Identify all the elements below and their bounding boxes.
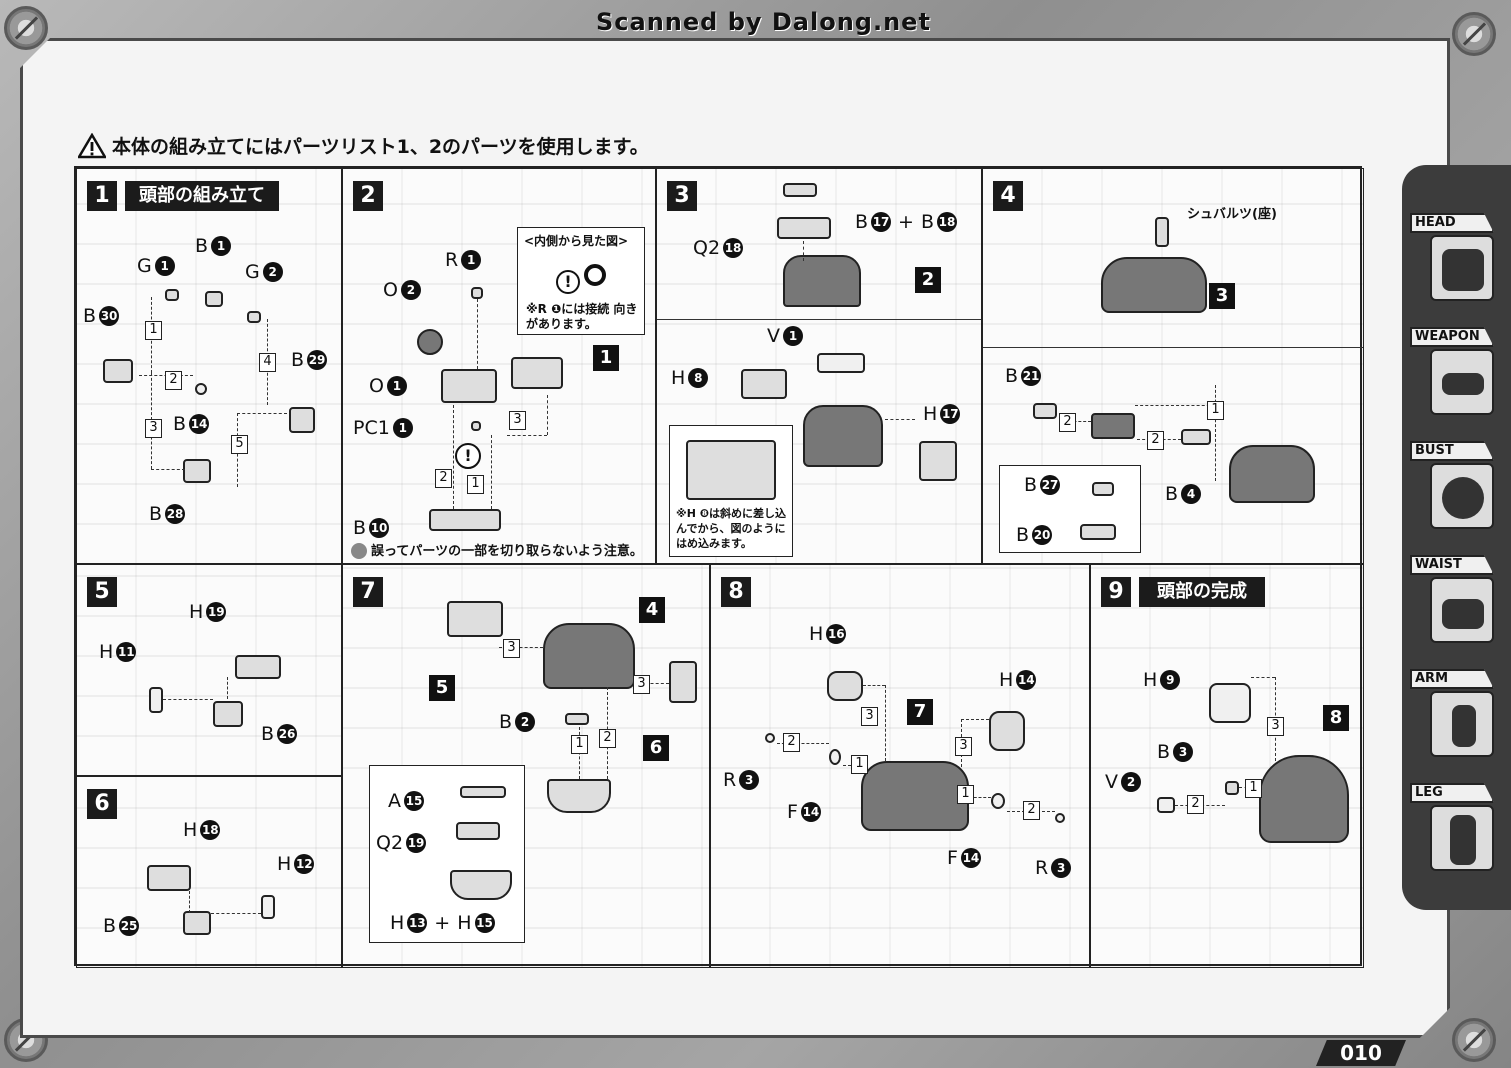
leg-icon <box>1430 805 1494 871</box>
head-icon <box>1430 235 1494 301</box>
step-number: 9 <box>1101 577 1131 607</box>
step-number: 1 <box>87 181 117 211</box>
step-number: 5 <box>87 577 117 607</box>
caution-note: 誤ってパーツの一部を切り取らないよう注意。 <box>351 543 643 559</box>
arm-icon <box>1430 691 1494 757</box>
warning-triangle-icon <box>78 132 106 158</box>
caution-icon: ! <box>455 443 481 469</box>
caution-icon: ! <box>556 270 580 294</box>
tab-weapon[interactable]: WEAPON <box>1410 327 1498 427</box>
tab-label: ARM <box>1410 669 1494 689</box>
step-title: 頭部の完成 <box>1139 577 1265 607</box>
tab-head[interactable]: HEAD <box>1410 213 1498 313</box>
corner-bolt-icon <box>1452 12 1496 56</box>
step-number: 3 <box>667 181 697 211</box>
tab-label: WAIST <box>1410 555 1494 575</box>
step-number: 8 <box>721 577 751 607</box>
tab-waist[interactable]: WAIST <box>1410 555 1498 655</box>
inside-view-inset: <内側から見た図> ! ※R ❶には接続 向きがあります。 <box>517 227 645 335</box>
tab-label: BUST <box>1410 441 1494 461</box>
weapon-icon <box>1430 349 1494 415</box>
tab-label: HEAD <box>1410 213 1494 233</box>
warning-banner: 本体の組み立てにはパーツリスト1、2のパーツを使用します。 <box>78 132 649 159</box>
step-number: 7 <box>353 577 383 607</box>
corner-bolt-icon <box>1452 1018 1496 1062</box>
step-3-detail-inset: ※H ❽は斜めに差し込んでから、図のようにはめ込みます。 <box>669 425 793 557</box>
corner-bolt-icon <box>4 6 48 50</box>
scanned-by-watermark: Scanned by Dalong.net <box>596 8 931 36</box>
step-title: 頭部の組み立て <box>125 181 279 211</box>
tab-leg[interactable]: LEG <box>1410 783 1498 883</box>
waist-icon <box>1430 577 1494 643</box>
pilot-label: シュバルツ(座) <box>1187 207 1277 222</box>
page-number: 010 <box>1316 1040 1406 1066</box>
tab-label: LEG <box>1410 783 1494 803</box>
tab-arm[interactable]: ARM <box>1410 669 1498 769</box>
bust-icon <box>1430 463 1494 529</box>
step-number: 4 <box>993 181 1023 211</box>
warning-text: 本体の組み立てにはパーツリスト1、2のパーツを使用します。 <box>112 136 649 158</box>
step-number: 6 <box>87 789 117 819</box>
section-tabs: HEAD WEAPON BUST WAIST ARM LEG <box>1402 165 1511 910</box>
step-number: 2 <box>353 181 383 211</box>
tab-label: WEAPON <box>1410 327 1494 347</box>
tab-bust[interactable]: BUST <box>1410 441 1498 541</box>
